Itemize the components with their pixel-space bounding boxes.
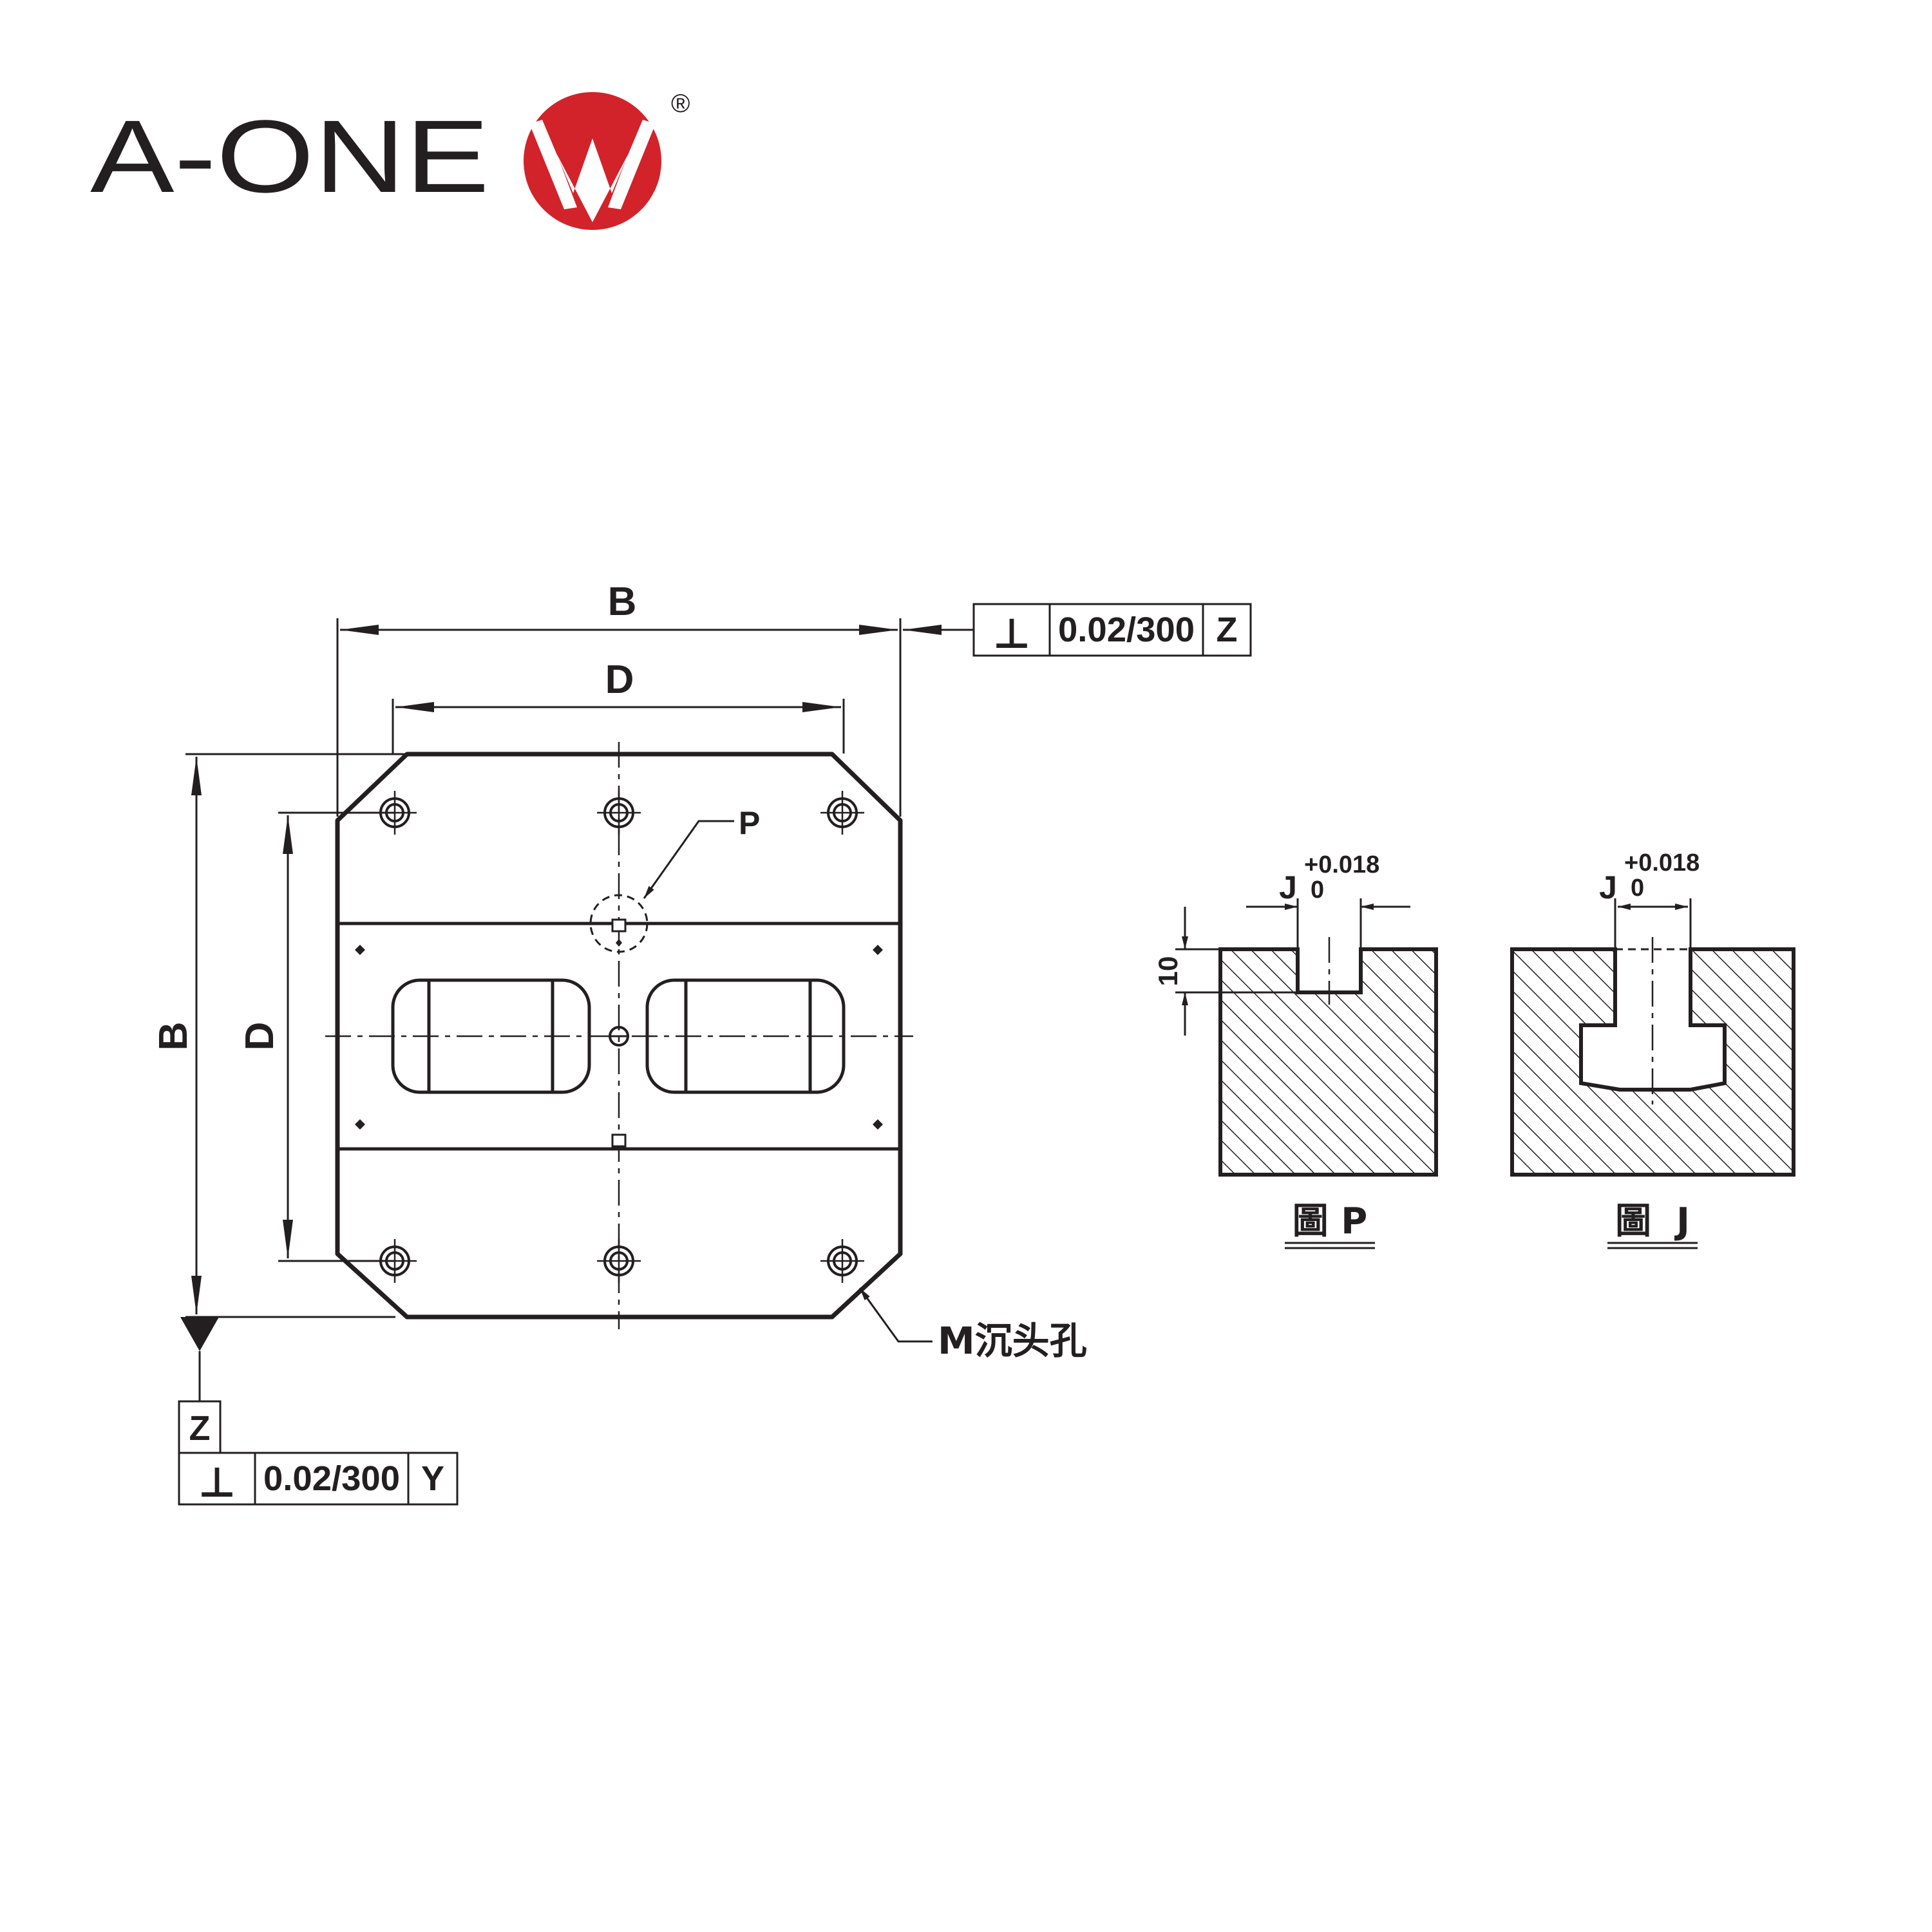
callout-m-counterbore: M沉头孔 — [938, 1319, 1087, 1363]
section-j-j-label: J — [1599, 869, 1617, 905]
tolerance-frame-bottom: ⊥ 0.02/300 Y — [178, 1452, 459, 1506]
m-counterbore-leader — [858, 1287, 933, 1343]
datum-z-box: Z — [178, 1400, 222, 1454]
section-p-depth-label: 10 — [1153, 956, 1183, 987]
section-j-tol-lower: 0 — [1631, 875, 1644, 902]
label-dim-b-left: B — [151, 1022, 196, 1051]
section-p-tol-upper: +0.018 — [1304, 851, 1379, 878]
callout-p: P — [739, 805, 760, 841]
logo-m-mark — [529, 120, 656, 222]
brand-name: A-ONE — [90, 99, 489, 214]
section-view-j: J +0.018 0 圖 J — [1510, 849, 1795, 1249]
datum-triangle — [180, 1317, 219, 1351]
section-p-tol-lower: 0 — [1311, 876, 1324, 904]
section-j-body — [1510, 947, 1795, 1177]
counterbore-hole — [596, 790, 642, 836]
counterbore-hole — [596, 1238, 642, 1284]
tolerance-datum-bottom: Y — [421, 1459, 444, 1498]
main-plate-view: P M沉头孔 B D ⊥ 0.02/300 Z B — [151, 580, 1252, 1506]
tolerance-value-top: 0.02/300 — [1058, 611, 1195, 649]
section-j-caption: 圖 J — [1615, 1200, 1690, 1242]
perpendicularity-symbol: ⊥ — [993, 611, 1031, 657]
label-dim-b-top: B — [608, 580, 637, 624]
section-view-p: J +0.018 0 10 圖 P — [1153, 851, 1438, 1249]
tolerance-frame-top: ⊥ 0.02/300 Z — [972, 603, 1252, 657]
section-p-j-label: J — [1279, 869, 1297, 905]
section-p-caption: 圖 P — [1293, 1200, 1368, 1242]
datum-z-label: Z — [189, 1409, 211, 1448]
perpendicularity-symbol: ⊥ — [198, 1459, 236, 1506]
counterbore-hole — [819, 790, 866, 836]
label-dim-d-top: D — [605, 658, 634, 702]
p-leader — [643, 820, 734, 899]
keyway-p-detail — [589, 894, 649, 1148]
locator-marks — [355, 945, 883, 1130]
plate-outline — [335, 752, 903, 1320]
counterbore-hole — [819, 1238, 866, 1284]
tolerance-value-bottom: 0.02/300 — [263, 1459, 400, 1498]
center-hole — [609, 1026, 629, 1046]
tolerance-datum-top: Z — [1217, 611, 1238, 649]
registered-mark: ® — [671, 90, 690, 118]
section-p-body — [1218, 947, 1438, 1177]
label-dim-d-left: D — [238, 1022, 282, 1051]
section-j-tol-upper: +0.018 — [1624, 849, 1700, 876]
brand-logo: A-ONE ® — [90, 90, 690, 230]
